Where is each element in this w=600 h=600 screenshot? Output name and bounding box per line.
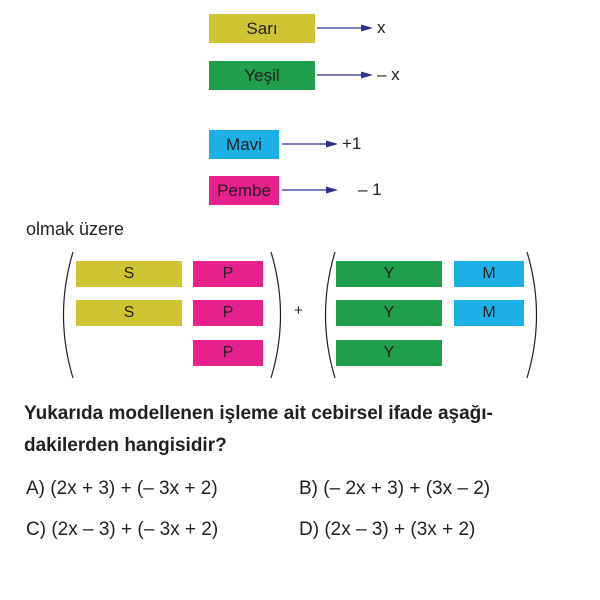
model-bar-label: M [482, 265, 496, 282]
model-bar-label: Y [383, 344, 395, 361]
group1-right-paren [270, 251, 282, 379]
option-a[interactable]: A) (2x + 3) + (– 3x + 2) [26, 478, 218, 499]
legend-pink-value: – 1 [358, 180, 382, 199]
question-line-1: Yukarıda modellenen işleme ait cebirsel … [24, 403, 493, 424]
option-c[interactable]: C) (2x – 3) + (– 3x + 2) [26, 519, 219, 540]
option-b[interactable]: B) (– 2x + 3) + (3x – 2) [299, 478, 491, 499]
model-bar-green: Y [336, 261, 442, 287]
model-bar-green: Y [336, 300, 442, 326]
legend-blue-arrow-icon [282, 140, 338, 148]
model-bar-blue: M [454, 261, 524, 287]
option-d[interactable]: D) (2x – 3) + (3x + 2) [299, 519, 476, 540]
legend-yellow-label: Sarı [246, 18, 278, 38]
legend-green-arrow-icon [317, 71, 373, 79]
legend-yellow-arrow-icon [317, 24, 373, 32]
model-bar-label: S [123, 304, 135, 321]
model-bar-pink: P [193, 261, 263, 287]
legend-green-value: – x [377, 65, 400, 84]
model-bar-pink: P [193, 300, 263, 326]
model-bar-label: P [222, 344, 234, 361]
intro-text: olmak üzere [26, 219, 125, 239]
model-bar-yellow: S [76, 261, 182, 287]
model-bar-label: M [482, 304, 496, 321]
legend-blue-tile: Mavi [209, 130, 279, 159]
model-bar-label: P [222, 304, 234, 321]
legend-yellow-tile: Sarı [209, 14, 315, 43]
model-bar-label: Y [383, 265, 395, 282]
model-bar-label: P [222, 265, 234, 282]
legend-yellow-value: x [377, 18, 386, 37]
question-text: Yukarıda modellenen işleme ait cebirsel … [24, 398, 594, 462]
legend-pink-label: Pembe [217, 180, 271, 200]
plus-operator: + [294, 302, 303, 319]
legend-pink-arrow-icon [282, 186, 338, 194]
model-bar-label: S [123, 265, 135, 282]
legend-blue-label: Mavi [226, 134, 262, 154]
model-bar-blue: M [454, 300, 524, 326]
model-bar-green: Y [336, 340, 442, 366]
question-line-2: dakilerden hangisidir? [24, 435, 227, 456]
model-bar-pink: P [193, 340, 263, 366]
group2-left-paren [324, 251, 336, 379]
model-bar-label: Y [383, 304, 395, 321]
model-bar-yellow: S [76, 300, 182, 326]
legend-blue-value: +1 [342, 134, 362, 153]
legend-pink-tile: Pembe [209, 176, 279, 205]
group1-left-paren [62, 251, 74, 379]
legend-green-tile: Yeşil [209, 61, 315, 90]
group2-right-paren [526, 251, 538, 379]
legend-green-label: Yeşil [244, 65, 280, 85]
